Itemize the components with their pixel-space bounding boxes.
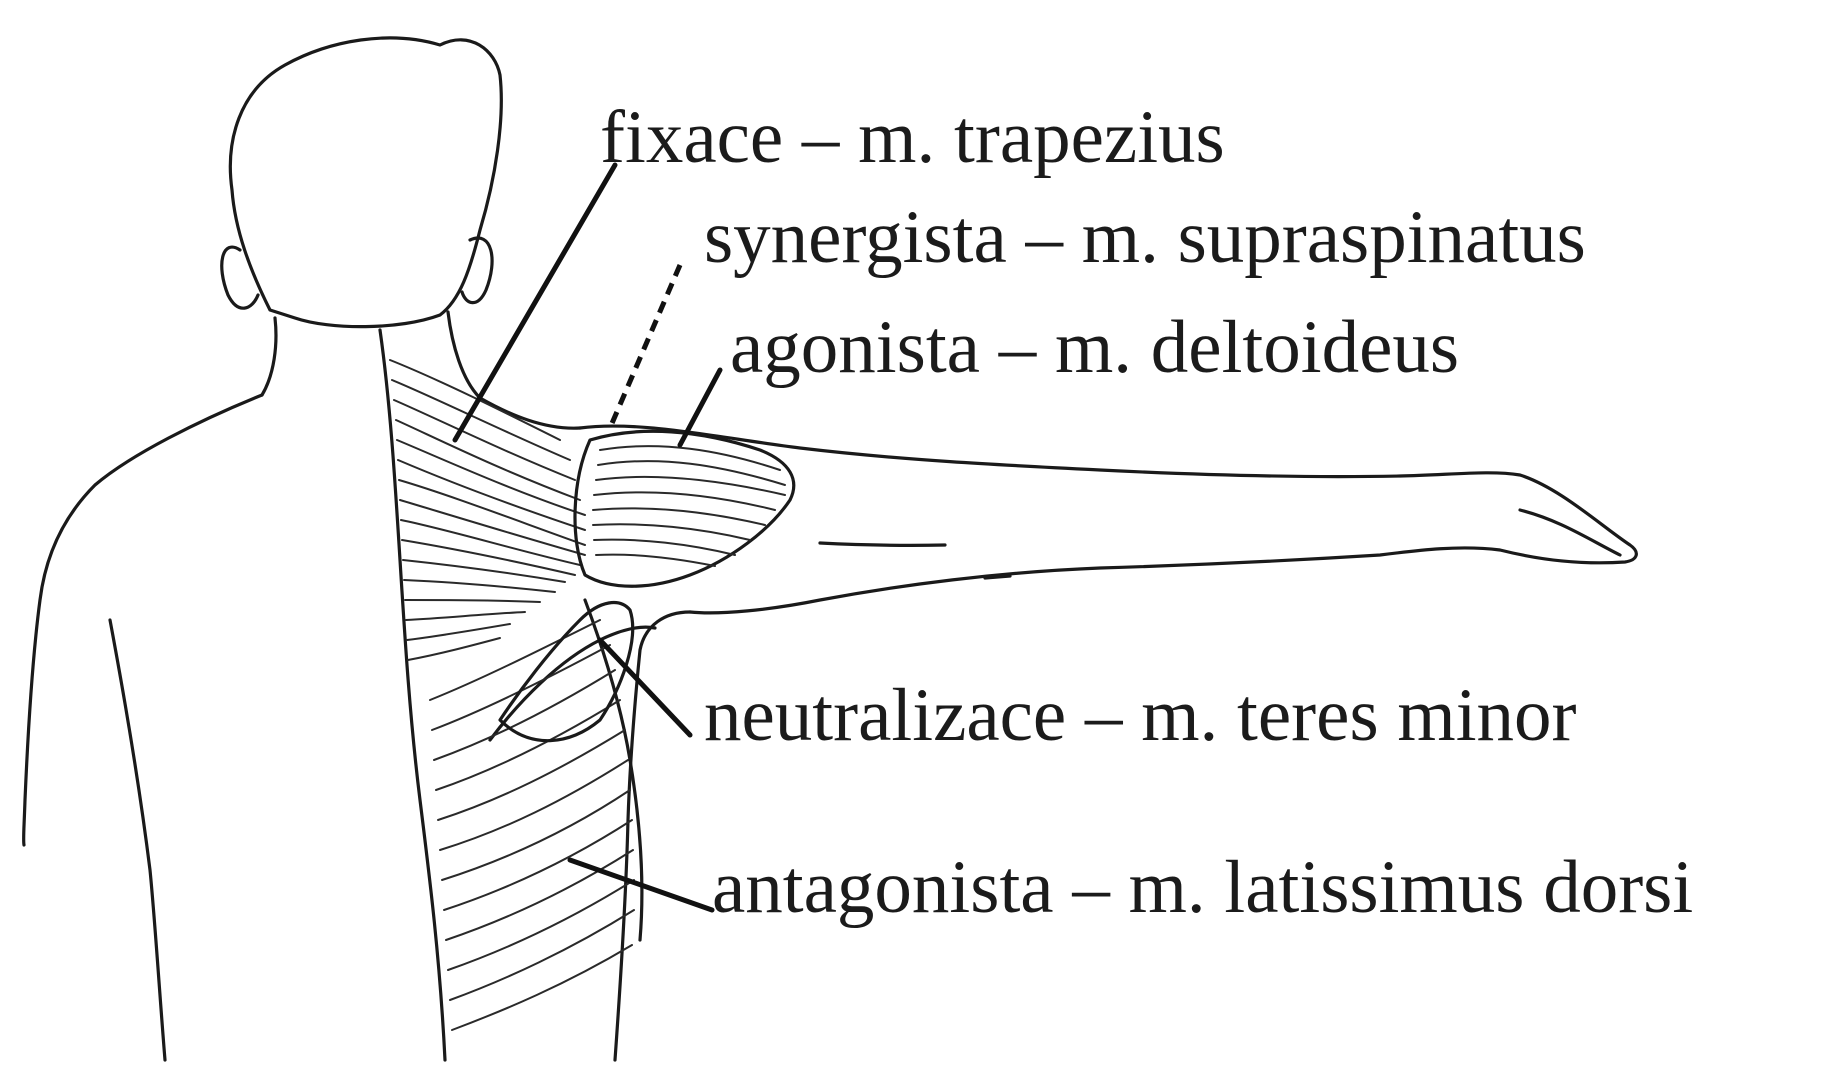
arm-bottom	[615, 612, 690, 1060]
latissimus-fibers	[430, 620, 634, 1030]
neck-right	[448, 312, 480, 398]
label-agonista: agonista – m. deltoideus	[730, 306, 1459, 389]
right-ear	[462, 238, 492, 303]
hand-line	[1520, 510, 1620, 555]
label-synergista: synergista – m. supraspinatus	[704, 196, 1586, 279]
trapezius-fibers	[390, 360, 585, 660]
label-neutralizace: neutralizace – m. teres minor	[704, 674, 1577, 757]
leader-supraspinatus	[610, 265, 680, 428]
trapezius-outline	[380, 330, 445, 1060]
label-fixace: fixace – m. trapezius	[600, 96, 1225, 179]
left-armpit	[110, 620, 165, 1060]
right-shoulder-top	[480, 398, 580, 428]
arm-mark	[985, 576, 1010, 578]
head	[230, 38, 501, 327]
leader-trapezius	[455, 165, 615, 440]
left-ear	[222, 247, 258, 308]
left-torso	[24, 395, 262, 845]
elbow-crease	[820, 543, 945, 545]
deltoid-fibers	[593, 446, 785, 566]
label-antagonista: antagonista – m. latissimus dorsi	[712, 846, 1693, 929]
neck-left	[262, 318, 276, 395]
